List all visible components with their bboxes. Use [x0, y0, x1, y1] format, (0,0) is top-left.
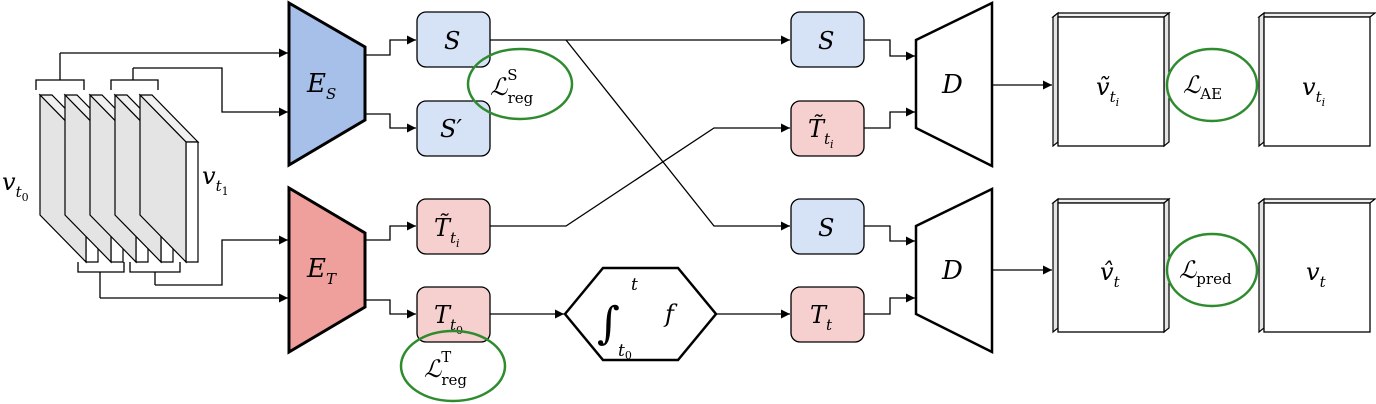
latent-t0: Tt0: [416, 286, 491, 343]
svg-text:∫: ∫: [597, 298, 620, 349]
svg-text:T̃ti: T̃ti: [808, 115, 834, 151]
svg-text:vt: vt: [1306, 258, 1327, 291]
latent-s-prime: S′: [416, 100, 491, 157]
svg-text:S: S: [818, 214, 834, 242]
latent-t-tilde-left: T̃ti: [416, 198, 491, 255]
spatial-encoder: ES: [287, 0, 367, 168]
decoder-bottom: D: [914, 187, 994, 355]
latent-s-left: S: [416, 11, 491, 68]
temporal-encoder: ET: [287, 185, 367, 355]
frame-label-vt0: vt0: [2, 168, 29, 204]
svg-text:v̂t: v̂t: [1100, 258, 1121, 291]
input-connectors: [35, 53, 181, 298]
svg-text:Tt: Tt: [810, 301, 833, 334]
output-frame-v-hat: v̂t: [1051, 197, 1171, 334]
svg-text:vti: vti: [1302, 73, 1325, 109]
integral-ode-block: ∫ t t0 f: [563, 266, 718, 362]
svg-text:S′: S′: [440, 115, 462, 143]
svg-text:ℒpred: ℒpred: [1179, 256, 1232, 288]
output-frame-v-tilde: ṽti: [1051, 11, 1171, 148]
svg-text:T̃ti: T̃ti: [434, 214, 460, 250]
latent-s-right-bottom: S: [790, 198, 865, 255]
svg-text:S: S: [818, 27, 834, 55]
encoder-latent-arrows: [365, 35, 416, 319]
svg-text:ṽti: ṽti: [1096, 73, 1119, 109]
svg-text:t0: t0: [618, 341, 632, 362]
svg-text:t: t: [631, 275, 638, 295]
decoder-top: D: [914, 1, 994, 169]
latent-t-t: Tt: [790, 286, 865, 343]
target-frame-v-t: vt: [1257, 197, 1376, 334]
loss-pred: ℒpred: [1165, 232, 1259, 308]
svg-text:ES: ES: [306, 69, 336, 103]
svg-text:ℒAE: ℒAE: [1183, 71, 1222, 103]
latent-t-tilde-right: T̃ti: [790, 100, 865, 157]
input-frame-stack: [38, 93, 200, 264]
latent-s-right-top: S: [790, 11, 865, 68]
svg-text:ET: ET: [306, 254, 337, 288]
frame-label-vt1: vt1: [202, 162, 229, 198]
svg-text:D: D: [941, 70, 963, 100]
svg-text:S: S: [444, 27, 460, 55]
latent-decoder-arrows: [864, 39, 915, 315]
decoder-output-arrows: [992, 80, 1052, 275]
target-frame-v-ti: vti: [1257, 11, 1376, 148]
cross-connections: [490, 35, 790, 319]
svg-text:D: D: [941, 256, 963, 286]
input-arrows: [60, 48, 288, 303]
loss-ae: ℒAE: [1165, 47, 1259, 123]
frame-5: [138, 93, 200, 264]
